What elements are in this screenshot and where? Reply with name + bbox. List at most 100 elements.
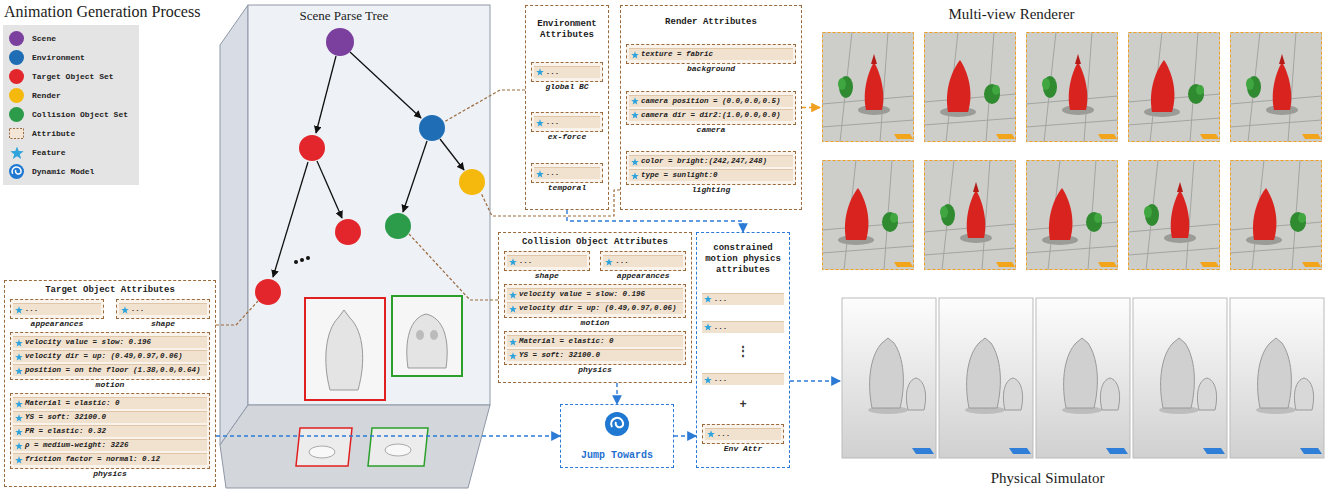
render-views — [1026, 32, 1118, 142]
feature-text: ... — [25, 305, 99, 314]
parse-tree-panel-art — [220, 5, 248, 445]
feature-text: velocity value = slow: 0.196 — [25, 338, 205, 347]
feature-star — [15, 339, 23, 346]
feature-chip: ... — [534, 116, 600, 128]
feature-star — [704, 296, 712, 303]
feature-star — [509, 258, 517, 265]
render-views — [1128, 160, 1220, 270]
simulator-panel: Physical Simulator — [840, 294, 1325, 490]
feature-text: velocity dir = up: (0.49,0.97,0.06) — [25, 352, 205, 361]
feature-chip: ... — [702, 321, 784, 333]
feature-chip: velocity value = slow: 0.196 — [507, 288, 683, 300]
object-thumbnail — [305, 296, 462, 400]
simulation-views — [842, 298, 1324, 458]
feature-star — [15, 306, 23, 314]
feature-star — [631, 172, 639, 179]
feature-star — [631, 51, 639, 59]
feature-star — [121, 306, 129, 313]
attribute-panel: Environment Attributes...global BC...ex-… — [525, 5, 609, 210]
feature-chip: YS = soft: 32100.0 — [13, 411, 207, 423]
tree-node — [255, 28, 485, 305]
color-swatch — [9, 50, 24, 65]
feature-star — [536, 170, 544, 177]
render-views — [1026, 160, 1118, 270]
feature-star — [121, 306, 129, 314]
feature-star — [15, 353, 23, 361]
tree-node — [306, 256, 310, 260]
tree-node — [255, 279, 281, 305]
feature-star — [704, 376, 712, 384]
tree-node — [385, 213, 411, 239]
attribute-label: lighting — [627, 185, 795, 195]
simulation-views — [1230, 298, 1324, 458]
panel-heading: constrained motion physics attributes — [702, 243, 784, 276]
legend-row: Environment — [9, 48, 133, 67]
flow-connector — [790, 380, 840, 381]
feature-text: camera position = (0.0,0.0,0.5) — [641, 97, 791, 106]
panel-heading: Collision Object Attributes — [504, 237, 686, 248]
shape-swatch — [9, 145, 24, 160]
feature-chip: ... — [603, 255, 683, 267]
object-thumbnail — [392, 296, 462, 376]
parse-tree-panel: Scene Parse Tree — [248, 5, 490, 405]
renderer-panel: Multi-view Renderer — [820, 2, 1323, 282]
simulation-views — [1133, 298, 1227, 458]
feature-star — [509, 305, 517, 313]
feature-text: ... — [131, 305, 205, 314]
feature-text: ... — [546, 68, 598, 77]
feature-star — [15, 456, 23, 464]
object-thumbnail — [416, 330, 424, 340]
feature-text: Material = elastic: 0 — [519, 337, 681, 346]
attribute-group: Material = elastic: 0YS = soft: 32100.0p… — [504, 331, 686, 365]
parse-tree-panel-art — [296, 428, 352, 466]
tree-node — [326, 28, 354, 56]
attribute-label: motion — [11, 380, 209, 390]
dynamic-model-icon — [12, 167, 21, 174]
feature-text: velocity dir = up: (0.49,0.97,0.06) — [519, 304, 681, 313]
feature-box: ... — [702, 320, 784, 334]
feature-chip: velocity dir = up: (0.49,0.97,0.06) — [507, 302, 683, 314]
feature-text: Material = elastic: 0 — [25, 399, 205, 408]
feature-star — [10, 146, 24, 160]
feature-star — [631, 172, 639, 180]
object-thumbnail — [430, 330, 438, 340]
feature-star — [15, 367, 23, 374]
simulation-views — [842, 298, 936, 458]
feature-text: ... — [714, 295, 782, 304]
tree-edge — [273, 52, 464, 277]
render-views — [822, 32, 914, 142]
attribute-label: temporal — [532, 183, 602, 193]
feature-text: texture = fabric — [641, 50, 791, 59]
parse-tree-panel-art — [248, 5, 490, 405]
feature-text: ... — [714, 323, 782, 332]
feature-text: ... — [714, 375, 782, 384]
attribute-group: velocity value = slow: 0.196 velocity dir… — [10, 332, 210, 380]
feature-star — [536, 119, 544, 126]
tree-edge — [317, 161, 342, 218]
legend-text: Environment — [32, 53, 85, 62]
feature-chip: ... — [507, 255, 587, 267]
simulation-views — [1036, 298, 1130, 458]
render-views — [924, 160, 1016, 270]
feature-text: friction factor = normal: 0.12 — [25, 455, 205, 464]
feature-text: YS = soft: 32100.0 — [519, 351, 681, 360]
attribute-label: ex-force — [532, 132, 602, 142]
feature-star — [15, 428, 23, 435]
attribute-label: physics — [505, 365, 685, 375]
legend-text: Render — [32, 91, 61, 100]
feature-star — [10, 146, 23, 159]
feature-star — [707, 431, 715, 438]
feature-chip: ... — [702, 293, 784, 305]
parse-tree-panel-art — [220, 5, 490, 488]
tree-node — [300, 258, 304, 262]
attribute-group: ...appearances — [600, 251, 686, 271]
legend-row: Target Object Set — [9, 67, 133, 86]
attribute-group: ...temporal — [531, 163, 603, 183]
feature-star — [509, 352, 517, 359]
feature-chip: PR = elastic: 0.32 — [13, 425, 207, 437]
feature-chip: velocity dir = up: (0.49,0.97,0.06) — [13, 350, 207, 362]
figure-title: Animation Generation Process — [4, 2, 200, 21]
object-thumbnail — [305, 298, 385, 400]
legend-row: Render — [9, 86, 133, 105]
feature-chip: ... — [13, 303, 101, 315]
